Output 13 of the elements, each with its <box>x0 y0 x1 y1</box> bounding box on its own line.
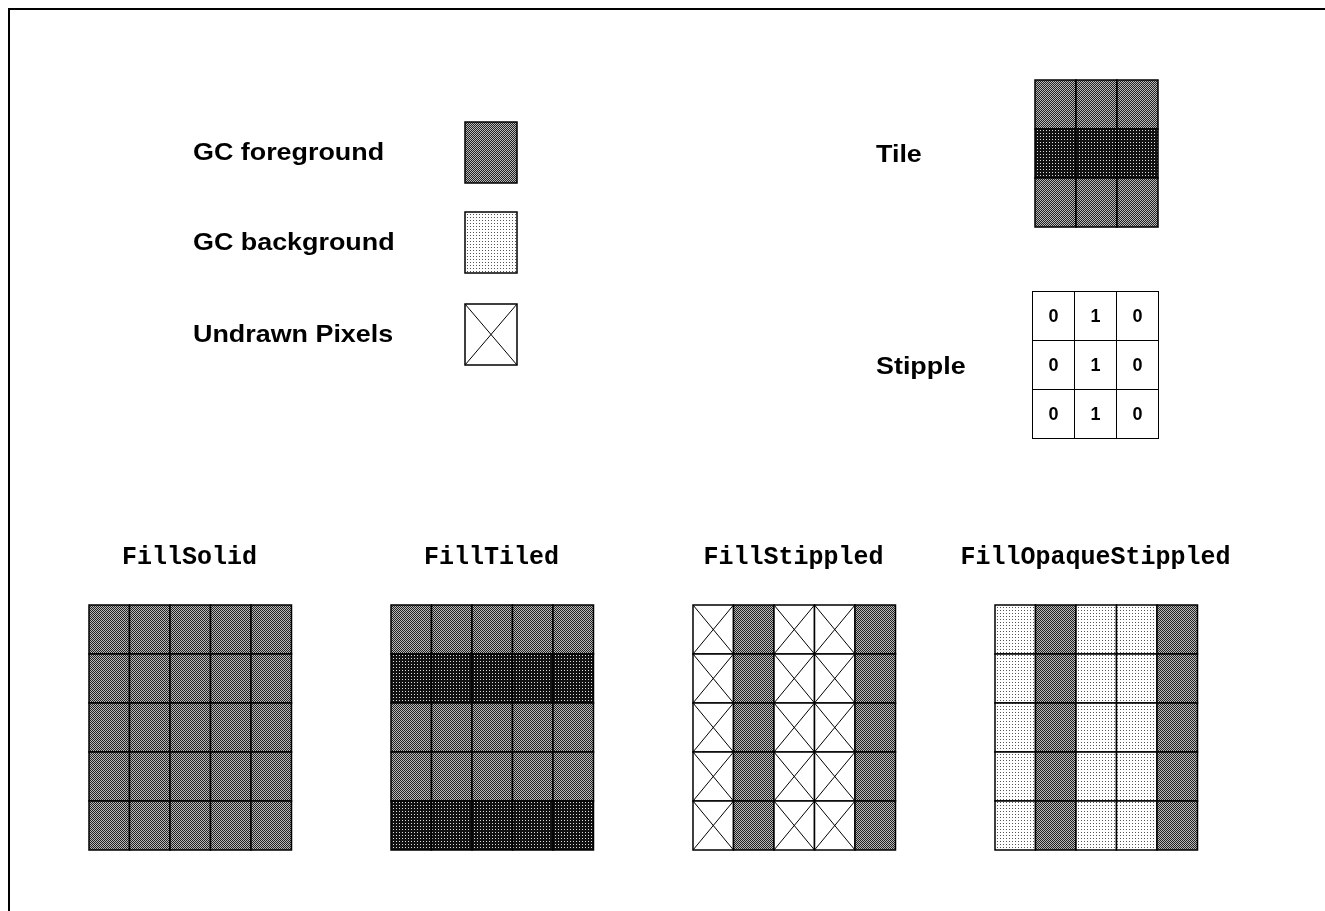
stipple-bit-cell: 0 <box>1116 291 1159 341</box>
stipple-bit-cell: 0 <box>1032 389 1075 439</box>
stipple-bit-cell: 0 <box>1032 291 1075 341</box>
fill-style-label: FillSolid <box>121 543 258 572</box>
tile-label: Tile <box>876 140 922 168</box>
fill-style-label: FillStippled <box>702 543 885 572</box>
legend-label: GC foreground <box>193 138 385 166</box>
fill-style-label: FillOpaqueStippled <box>959 543 1232 572</box>
legend-label: Undrawn Pixels <box>193 320 394 348</box>
fill-style-label: FillTiled <box>423 543 560 572</box>
legend-label: GC background <box>193 228 395 256</box>
stipple-bit-cell: 0 <box>1116 389 1159 439</box>
stipple-label: Stipple <box>876 352 966 380</box>
